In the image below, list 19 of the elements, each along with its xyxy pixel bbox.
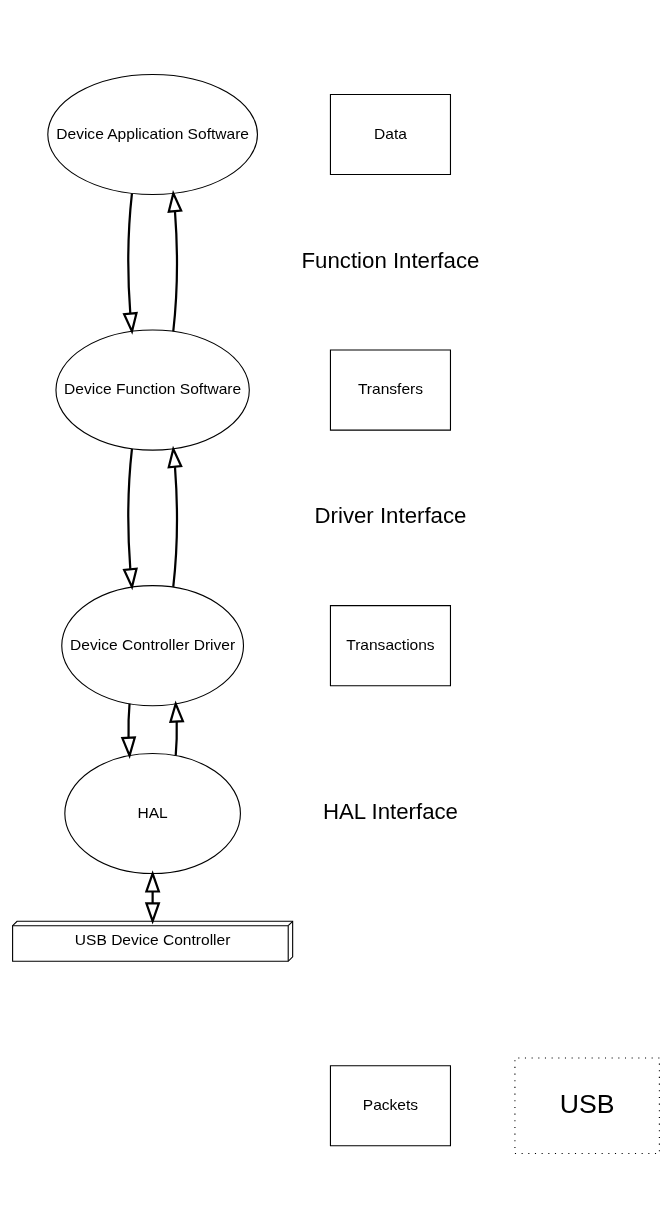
node-box: USB — [514, 1057, 660, 1155]
node-ellipse: HAL — [64, 752, 241, 875]
arrow — [168, 700, 185, 756]
node-box: Data — [329, 93, 452, 176]
arrow — [122, 193, 138, 335]
arrow — [167, 190, 183, 332]
arrow — [122, 448, 138, 591]
label: Driver Interface — [314, 503, 467, 529]
arrow — [144, 870, 161, 925]
node-ellipse: Device Controller Driver — [61, 585, 245, 707]
node-box: Transfers — [329, 349, 452, 431]
arrow — [120, 703, 137, 759]
node-ellipse: Device Application Software — [47, 73, 258, 196]
label: HAL Interface — [322, 799, 458, 825]
node-box: Packets — [329, 1065, 452, 1147]
label: Function Interface — [301, 247, 480, 273]
node-ellipse: Device Function Software — [55, 329, 250, 451]
node-box: Transactions — [329, 605, 452, 687]
arrow — [167, 445, 183, 588]
